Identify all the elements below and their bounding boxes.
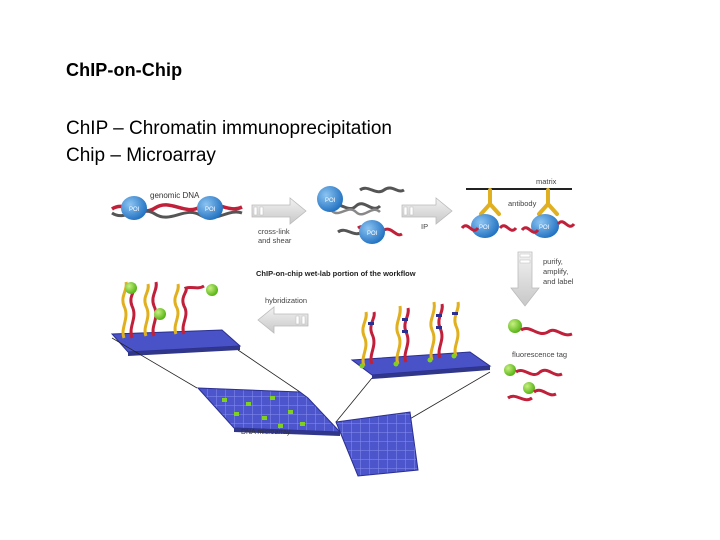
fluorescence-tag-icon xyxy=(504,364,516,376)
probe-chip-right xyxy=(352,302,490,379)
arrow-down-icon xyxy=(511,252,539,306)
poi-label: POI xyxy=(325,198,336,204)
fluorescence-tag-icon xyxy=(154,308,166,320)
amplify-label: amplify, xyxy=(543,267,568,276)
fluorescence-tag-icon xyxy=(206,284,218,296)
and-shear-label: and shear xyxy=(258,236,292,245)
dna-microarray-label: DNA microarray xyxy=(241,429,291,436)
fluorescence-tag-label: fluorescence tag xyxy=(512,350,567,359)
ip-label: IP xyxy=(421,222,428,231)
poi-label: POI xyxy=(539,225,550,231)
matrix-label: matrix xyxy=(536,177,557,186)
antibody-icon xyxy=(539,190,557,214)
hybridization-label: hybridization xyxy=(265,296,307,305)
poi-label: POI xyxy=(205,207,216,213)
labeled-fragments-group: fluorescence tag xyxy=(504,319,572,400)
antibody-icon xyxy=(481,190,499,214)
antibody-label: antibody xyxy=(508,199,537,208)
genomic-dna-group: POI POI genomic DNA xyxy=(112,191,242,220)
poi-label: POI xyxy=(129,207,140,213)
fluorescence-tag-icon xyxy=(508,319,522,333)
microarray-grid-small xyxy=(336,412,418,476)
arrow-left-icon xyxy=(258,307,308,333)
hybridized-chip-left xyxy=(112,282,240,356)
sheared-fragments-group: POI POI xyxy=(317,186,404,244)
fluorescence-tag-icon xyxy=(125,282,137,294)
fluorescence-tag-icon xyxy=(523,382,535,394)
cross-link-label: cross-link xyxy=(258,227,290,236)
arrow-right-icon xyxy=(252,198,306,224)
workflow-title: ChIP-on-chip wet-lab portion of the work… xyxy=(256,269,416,278)
poi-label: POI xyxy=(367,231,378,237)
genomic-dna-label: genomic DNA xyxy=(150,191,200,200)
and-label-label: and label xyxy=(543,277,574,286)
purify-label: purify, xyxy=(543,257,563,266)
arrow-right-icon xyxy=(402,198,452,224)
poi-label: POI xyxy=(479,225,490,231)
microarray-grid-large: DNA microarray xyxy=(198,388,340,436)
matrix-antibody-group: matrix antibody POI POI xyxy=(462,177,574,238)
